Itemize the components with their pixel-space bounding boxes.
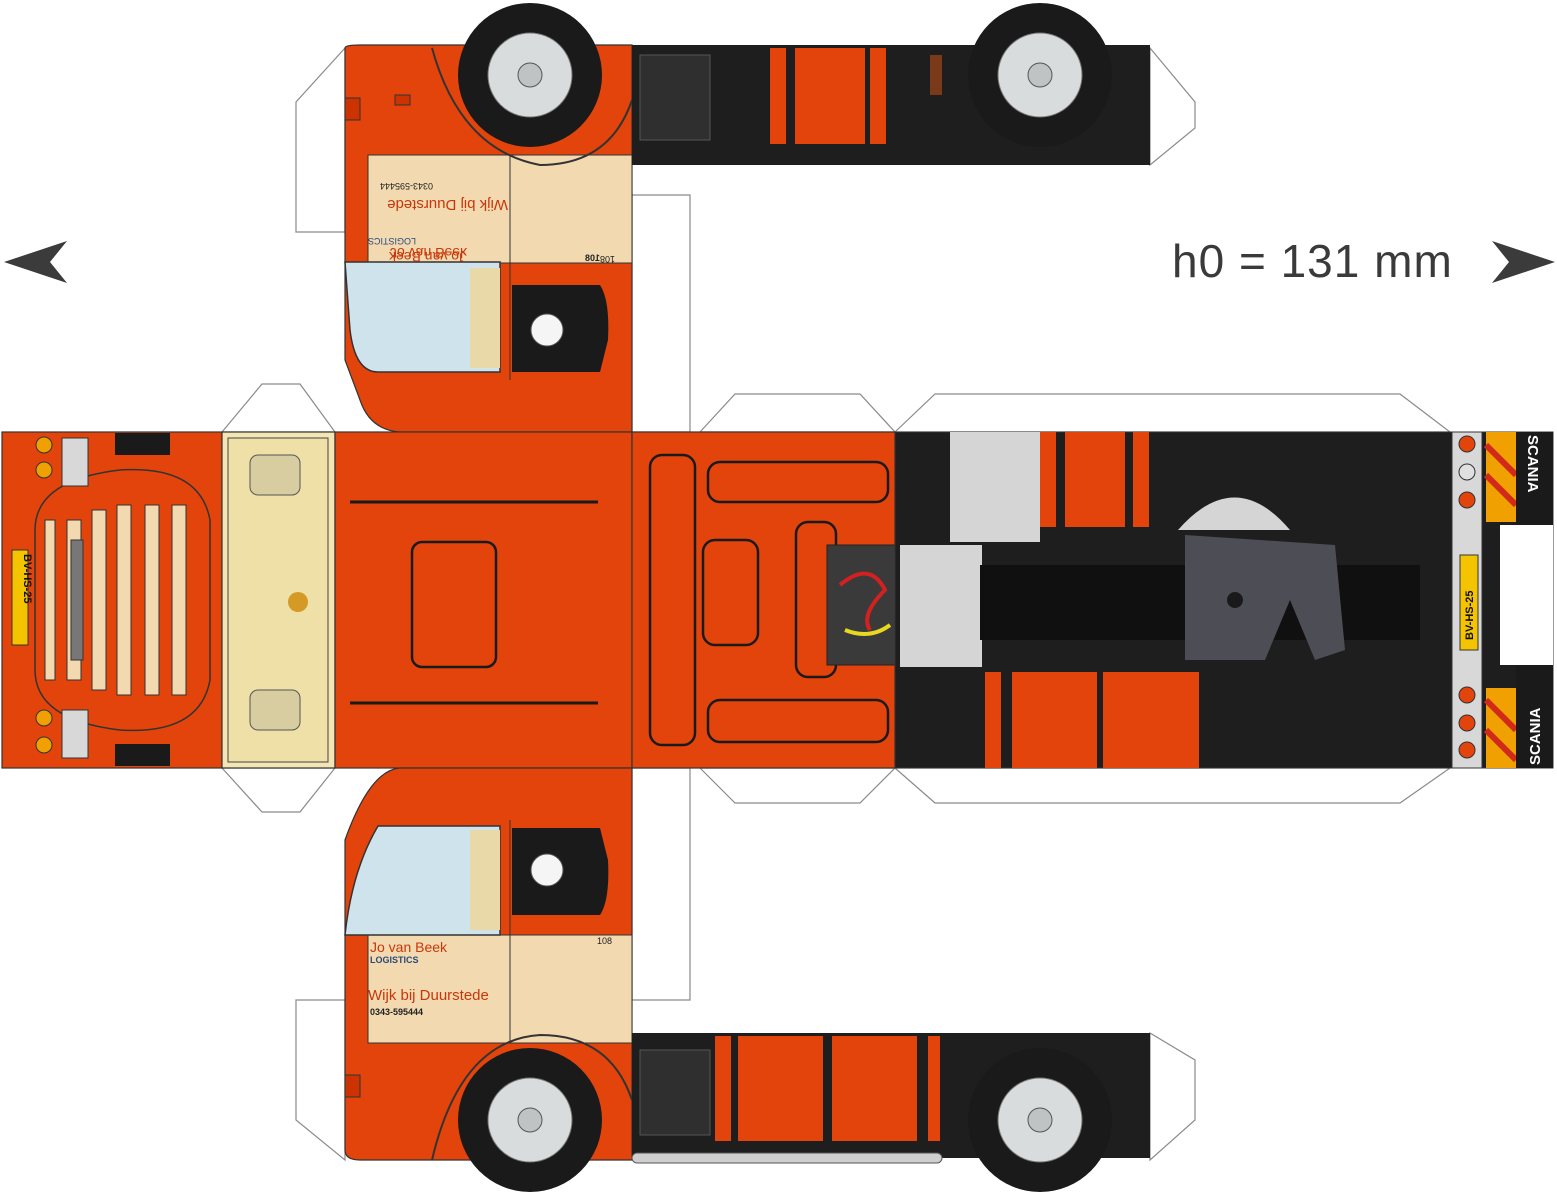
bottom-division-label: LOGISTICS bbox=[370, 955, 419, 965]
left-arrow-icon bbox=[4, 241, 67, 283]
bottom-phone-label: 0343-595444 bbox=[370, 1007, 423, 1017]
previous-arrow-button[interactable] bbox=[2, 237, 72, 287]
top-city-label: Wijk bij Duurstede bbox=[387, 196, 508, 213]
scale-label: h0 = 131 mm bbox=[1172, 235, 1453, 287]
next-arrow-button[interactable] bbox=[1487, 237, 1557, 287]
rear-plate: BV-HS-25 bbox=[1464, 590, 1476, 640]
bottom-company-label: Jo van Beek bbox=[370, 939, 448, 955]
top-phone-label: 0343-595444 bbox=[380, 181, 433, 191]
top-division-label: LOGISTICS bbox=[368, 236, 416, 246]
cab-side-bottom: 108 Jo van Beek LOGISTICS Wijk bij Duurs… bbox=[344, 767, 1150, 1192]
bottom-fleet-number: 108 bbox=[597, 936, 612, 946]
cab-front-roof-chassis: BV-HS-25 bbox=[1, 431, 1554, 769]
top-company: Jo van Beek bbox=[390, 245, 468, 261]
right-arrow-icon bbox=[1492, 241, 1555, 283]
top-number-label: 108 bbox=[600, 254, 615, 264]
top-company-label: Jo van Beek bbox=[388, 249, 466, 265]
brand-rear-top: SCANIA bbox=[1524, 435, 1541, 493]
top-fleet-number: 108 bbox=[585, 253, 600, 263]
bottom-city-label: Wijk bij Duurstede bbox=[368, 987, 489, 1004]
cab-side-top: 108 Jo van Beek Jo van Beek LOGISTICS Wi… bbox=[344, 3, 1150, 433]
brand-rear-bottom: SCANIA bbox=[1527, 707, 1544, 765]
front-plate: BV-HS-25 bbox=[21, 554, 33, 604]
